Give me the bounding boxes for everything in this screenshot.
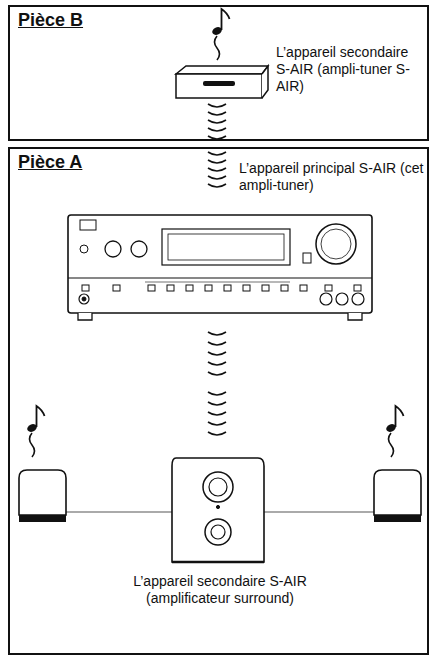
speaker — [19, 470, 66, 522]
device-label: L’appareil secondaire S-AIR (ampli-tuner… — [276, 44, 416, 95]
note-symbol — [385, 406, 404, 457]
device-label: L’appareil principal S-AIR (cet ampli-tu… — [239, 160, 425, 194]
device-label: L’appareil secondaire S-AIR (amplificate… — [90, 573, 350, 607]
speaker — [374, 470, 421, 522]
note-symbol — [26, 406, 45, 457]
ampli-tuner-secondary — [176, 66, 268, 98]
room-heading: Pièce B — [18, 10, 83, 31]
main-receiver — [68, 215, 372, 320]
surround-amplifier — [172, 458, 264, 562]
note-symbol — [211, 9, 230, 60]
wireless-waves — [208, 332, 226, 435]
receiver-buttons — [82, 282, 361, 291]
wireless-waves — [208, 104, 226, 187]
room-heading: Pièce A — [18, 152, 82, 173]
